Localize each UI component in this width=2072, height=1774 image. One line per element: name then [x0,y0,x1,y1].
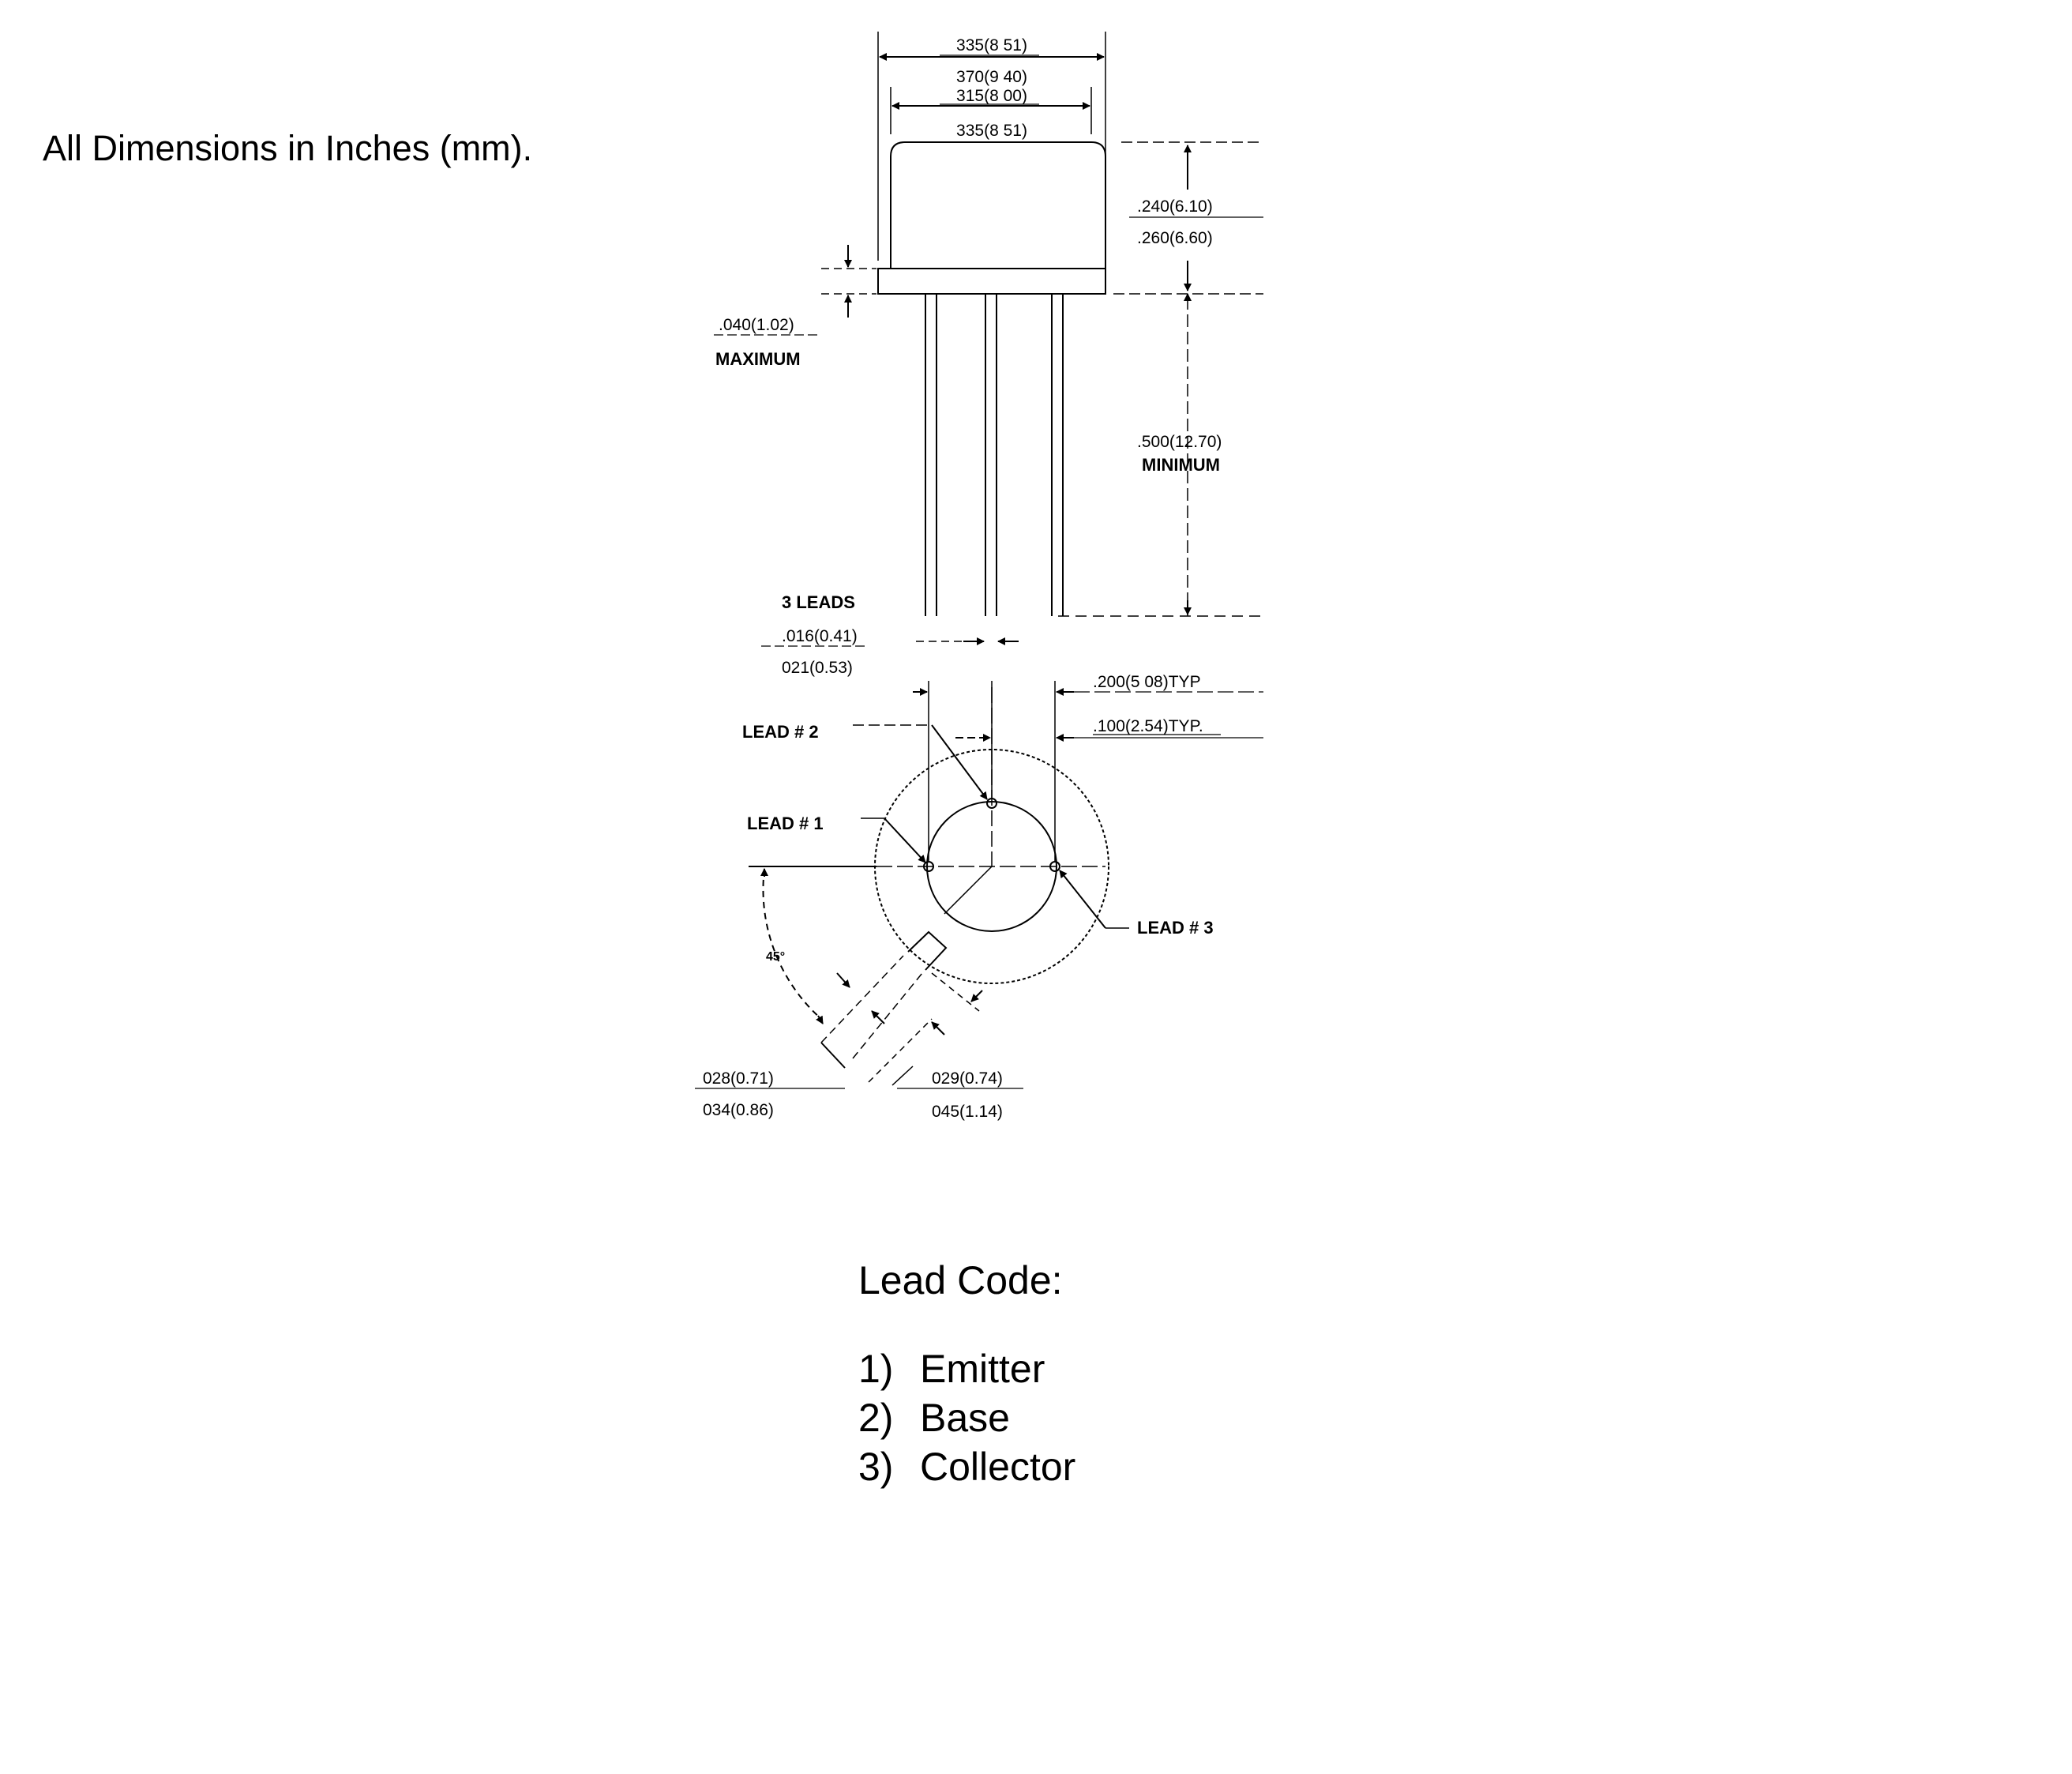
dim-tab-width-b: 034(0.86) [703,1101,774,1119]
dim-spacing-200: .200(5 08)TYP [1093,673,1201,691]
lead-code-item: 2) Base [858,1393,1075,1442]
lead-code-name: Emitter [920,1347,1045,1391]
dim-height-b: .260(6.60) [1137,229,1213,247]
dim-top-outer-a: 335(8 51) [956,36,1027,54]
dim-top-inner-a: 315(8 00) [956,87,1027,105]
dim-lead-dia-a: .016(0.41) [782,627,858,645]
lead-code-number: 1) [858,1347,894,1391]
dim-tab-width-a: 028(0.71) [703,1069,774,1088]
lead-hole-2 [986,798,997,809]
dim-lead-length-a: .500(12.70) [1137,433,1222,451]
lead-code-number: 3) [858,1445,894,1489]
dim-top-outer-b: 370(9 40) [956,68,1027,86]
dim-flange-a: .040(1.02) [719,316,794,334]
dim-height-a: .240(6.10) [1137,197,1213,216]
dim-angle: 45° [766,950,785,964]
lead-code-block: Lead Code: 1) Emitter 2) Base 3) Collect… [858,1256,1075,1491]
lead-code-name: Base [920,1396,1010,1440]
dim-leads-count: 3 LEADS [782,592,855,612]
lead-code-name: Collector [920,1445,1076,1489]
lead-code-item: 3) Collector [858,1442,1075,1491]
dim-tab-length-a: 029(0.74) [932,1069,1003,1088]
label-lead-2: LEAD # 2 [742,722,819,742]
dim-spacing-100: .100(2.54)TYP. [1093,717,1203,735]
flange [877,268,1106,295]
lead-code-item: 1) Emitter [858,1344,1075,1393]
dim-lead-dia-b: 021(0.53) [782,659,853,677]
dimensions-note: All Dimensions in Inches (mm). [43,128,533,168]
lead-hole-3 [1049,861,1060,872]
label-lead-1: LEAD # 1 [747,814,824,833]
lead-hole-1 [923,861,934,872]
orientation-tab [907,930,948,971]
dim-flange-b: MAXIMUM [715,349,801,369]
dim-tab-length-b: 045(1.14) [932,1103,1003,1121]
leads [925,294,1064,616]
dim-top-inner-b: 335(8 51) [956,122,1027,140]
dim-lead-length-b: MINIMUM [1142,455,1220,475]
lead-code-number: 2) [858,1396,894,1440]
lead-code-title: Lead Code: [858,1258,1063,1302]
label-lead-3: LEAD # 3 [1137,918,1214,938]
can-body [890,141,1106,269]
